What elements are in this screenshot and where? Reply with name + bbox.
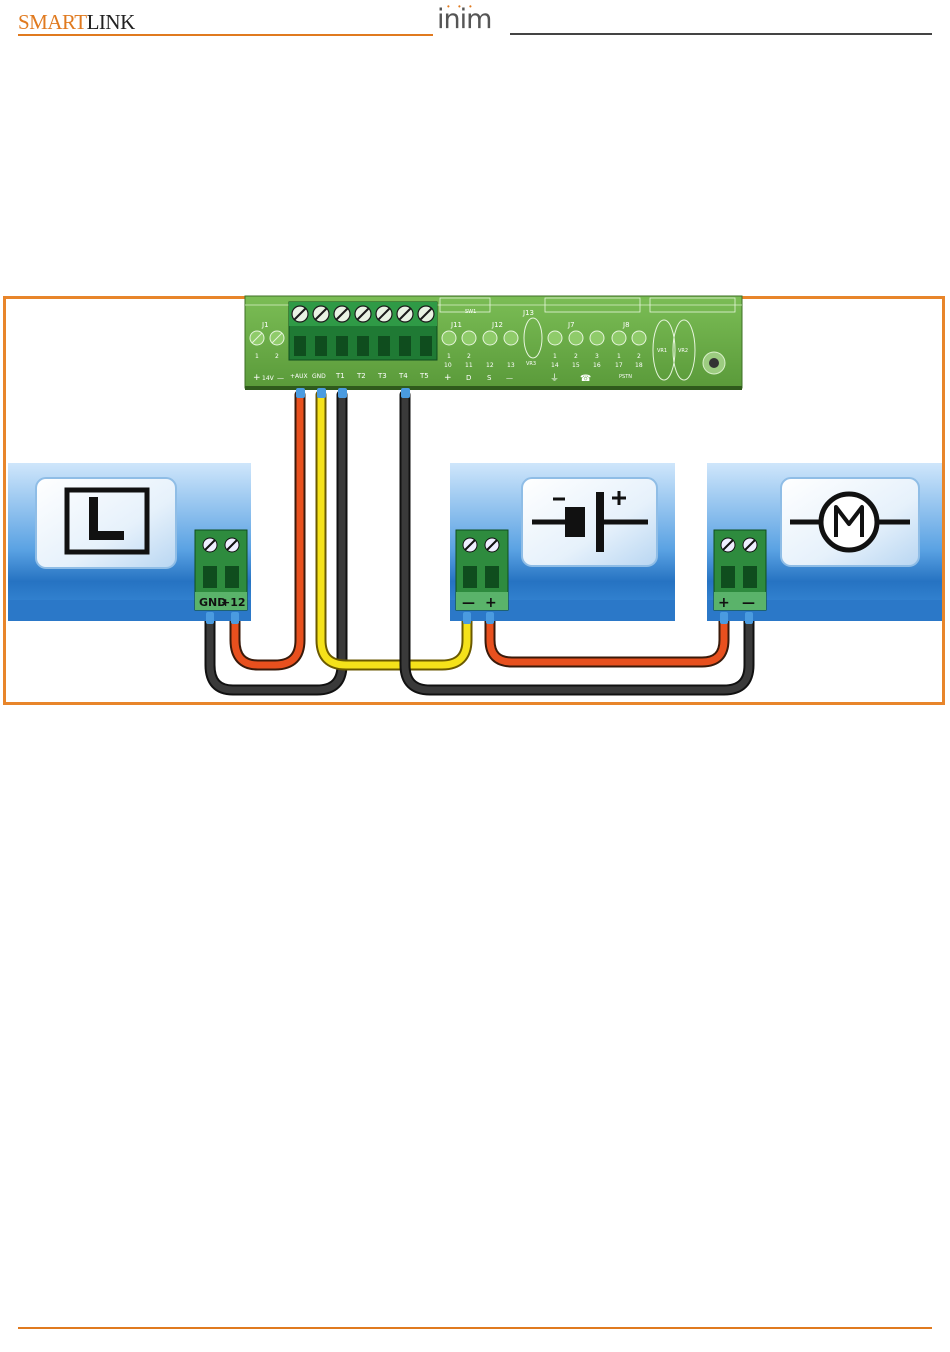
term-minus: — bbox=[277, 374, 284, 382]
battery-terminal-block: — + bbox=[456, 530, 508, 611]
label-j12: J12 bbox=[491, 321, 503, 329]
lamp-terminal-12v: +12 bbox=[221, 596, 246, 609]
control-board: J1 J11 J12 J13 J7 J8 SW1 1 2 1 2 10 11 1… bbox=[245, 296, 742, 390]
term-t5: T5 bbox=[419, 372, 429, 380]
pin-18: 18 bbox=[635, 362, 643, 369]
pin-1: 1 bbox=[255, 353, 259, 360]
label-j13: J13 bbox=[522, 309, 534, 317]
device-lamp: GND +12 bbox=[8, 463, 251, 624]
pin-15: 15 bbox=[572, 362, 580, 369]
pin-j11-1: 1 bbox=[447, 353, 451, 360]
pin-10: 10 bbox=[444, 362, 452, 369]
pin-17: 17 bbox=[615, 362, 623, 369]
label-j1: J1 bbox=[261, 321, 269, 329]
term-t2: T2 bbox=[356, 372, 366, 380]
label-vr2: VR2 bbox=[678, 348, 688, 354]
pin-j7-3: 3 bbox=[595, 353, 599, 360]
label-sw1: SW1 bbox=[465, 309, 476, 315]
pin-j8-2: 2 bbox=[637, 353, 641, 360]
term-bus-d: D bbox=[466, 374, 471, 382]
term-t1: T1 bbox=[335, 372, 345, 380]
footer-rule bbox=[18, 1327, 932, 1329]
phone-icon: ☎ bbox=[580, 373, 591, 383]
lamp-terminal-block: GND +12 bbox=[195, 530, 247, 610]
pin-11: 11 bbox=[465, 362, 473, 369]
main-terminal-block bbox=[289, 302, 437, 360]
pin-j7-1: 1 bbox=[553, 353, 557, 360]
battery-terminal-minus: — bbox=[462, 596, 475, 611]
term-plus: + bbox=[253, 373, 261, 383]
term-14v: 14V bbox=[262, 375, 275, 382]
term-bus-plus: + bbox=[444, 373, 452, 383]
label-vr3: VR3 bbox=[526, 361, 536, 367]
term-bus-s: S bbox=[487, 374, 492, 382]
motor-terminal-minus: — bbox=[742, 596, 755, 611]
pin-14: 14 bbox=[551, 362, 559, 369]
label-j7: J7 bbox=[567, 321, 575, 329]
term-t3: T3 bbox=[377, 372, 387, 380]
wiring-diagram: J1 J11 J12 J13 J7 J8 SW1 1 2 1 2 10 11 1… bbox=[0, 0, 950, 720]
battery-terminal-plus: + bbox=[485, 595, 497, 611]
term-pstn: PSTN bbox=[619, 374, 632, 380]
label-vr1: VR1 bbox=[657, 348, 667, 354]
wire-battery-to-motor bbox=[490, 620, 724, 662]
pin-j8-1: 1 bbox=[617, 353, 621, 360]
pin-j7-2: 2 bbox=[574, 353, 578, 360]
pin-12: 12 bbox=[486, 362, 494, 369]
device-motor: + — bbox=[707, 463, 942, 624]
pin-2: 2 bbox=[275, 353, 279, 360]
pin-j11-2: 2 bbox=[467, 353, 471, 360]
pin-13: 13 bbox=[507, 362, 515, 369]
motor-terminal-block: + — bbox=[714, 530, 766, 611]
pin-16: 16 bbox=[593, 362, 601, 369]
term-bus-minus: — bbox=[506, 374, 513, 382]
ground-icon: ⏚ bbox=[550, 373, 559, 383]
term-t4: T4 bbox=[398, 372, 408, 380]
term-aux: +AUX bbox=[290, 373, 308, 380]
motor-terminal-plus: + bbox=[718, 595, 730, 611]
label-j8: J8 bbox=[622, 321, 630, 329]
label-j11: J11 bbox=[450, 321, 462, 329]
device-battery: — + bbox=[450, 463, 675, 624]
term-gnd: GND bbox=[312, 373, 326, 380]
